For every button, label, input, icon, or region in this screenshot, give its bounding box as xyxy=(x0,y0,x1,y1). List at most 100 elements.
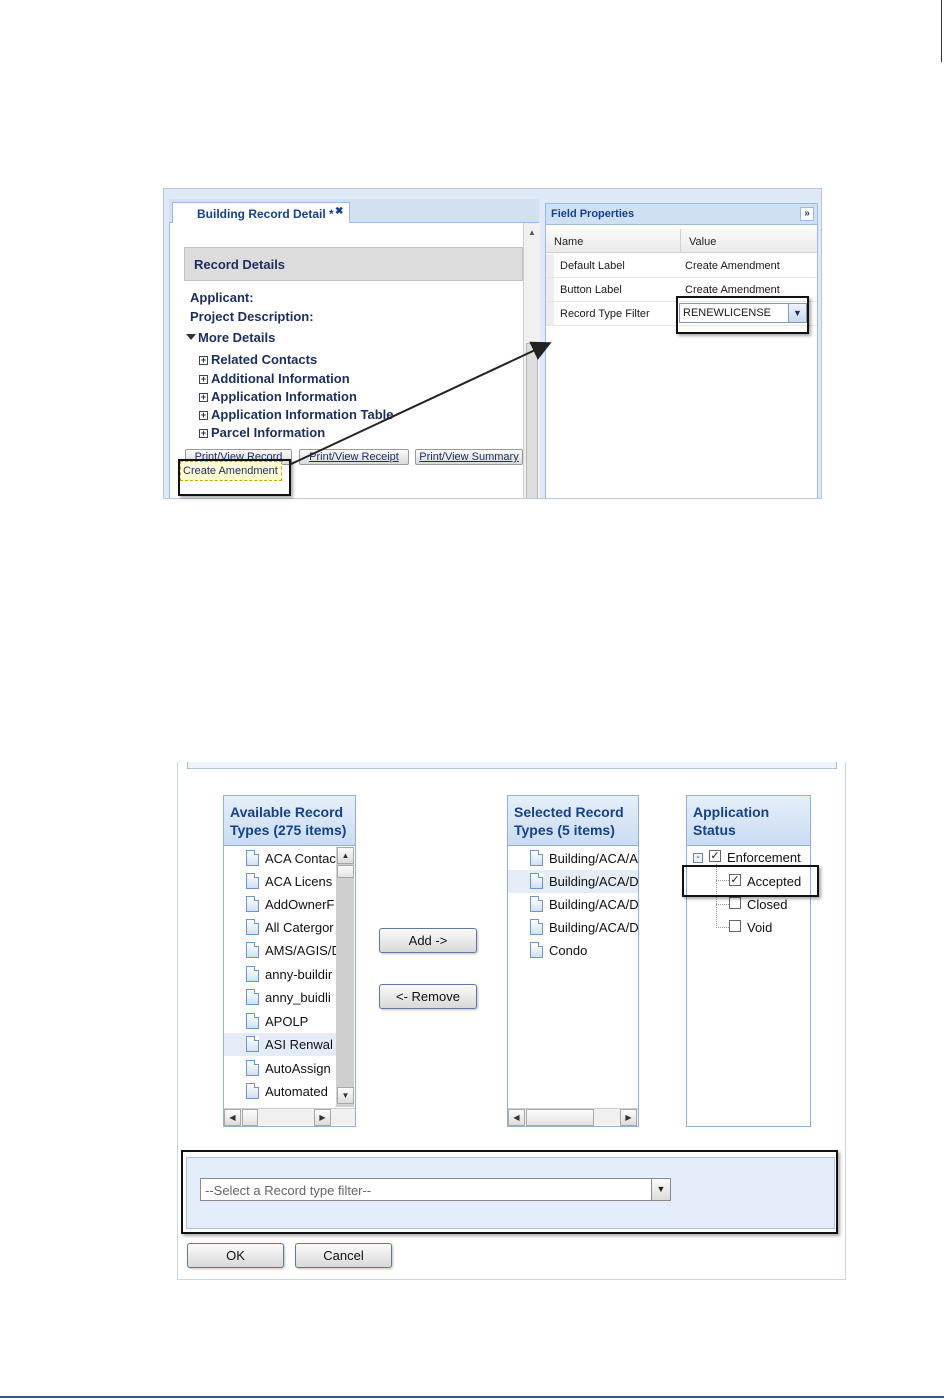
expand-plus-icon: + xyxy=(199,428,208,438)
document-icon xyxy=(530,942,543,958)
table-row[interactable]: Record Type Filter RENEWLICENSE ▼ xyxy=(546,302,817,326)
list-item[interactable]: Building/ACA/D xyxy=(508,893,638,916)
scrollbar-thumb[interactable] xyxy=(526,1109,594,1126)
status-header: Application Status xyxy=(687,796,810,846)
section-application-information-table[interactable]: +Application Information Table xyxy=(199,407,393,422)
list-item-label: AutoAssign xyxy=(265,1061,331,1076)
list-item[interactable]: ACA Contac xyxy=(224,847,337,870)
list-item[interactable]: AutoAssign xyxy=(224,1057,337,1080)
remove-button[interactable]: <- Remove xyxy=(379,984,477,1009)
document-icon xyxy=(246,873,259,889)
collapse-panel-icon[interactable]: » xyxy=(800,207,814,221)
list-item[interactable]: AMS/AGIS/D xyxy=(224,939,337,962)
arrow-left-icon[interactable]: ◀ xyxy=(508,1109,525,1126)
list-item[interactable]: Automated xyxy=(224,1080,337,1103)
expand-plus-icon: + xyxy=(199,355,208,365)
checkbox-icon[interactable]: ✓ xyxy=(709,850,721,862)
vertical-scrollbar[interactable]: ▲ xyxy=(523,223,540,498)
row-gutter xyxy=(546,278,554,301)
arrow-right-icon[interactable]: ▶ xyxy=(620,1109,637,1126)
applicant-label: Applicant: xyxy=(190,290,254,305)
arrow-right-icon[interactable]: ▶ xyxy=(314,1109,331,1126)
arrow-to-field-properties xyxy=(288,341,552,466)
checkbox-icon[interactable]: ✓ xyxy=(729,874,741,886)
tree-minus-icon[interactable]: - xyxy=(693,853,703,863)
print-view-receipt-button[interactable]: Print/View Receipt xyxy=(299,449,409,465)
ok-button[interactable]: OK xyxy=(187,1243,284,1268)
section-application-information[interactable]: +Application Information xyxy=(199,389,357,404)
arrow-up-icon[interactable]: ▲ xyxy=(528,228,536,237)
scrollbar-thumb[interactable] xyxy=(242,1109,258,1126)
more-details-toggle[interactable]: More Details xyxy=(186,330,275,345)
record-type-filter-select[interactable]: --Select a Record type filter-- ▼ xyxy=(200,1178,671,1201)
list-item-selected[interactable]: ASI Renwal xyxy=(224,1033,337,1056)
record-type-filter-combo[interactable]: RENEWLICENSE ▼ xyxy=(679,303,807,323)
tab-building-record-detail[interactable]: Building Record Detail * ✖ xyxy=(172,202,350,224)
property-value[interactable]: Create Amendment xyxy=(685,284,780,296)
section-additional-information[interactable]: +Additional Information xyxy=(199,371,350,386)
list-item[interactable]: APOLP xyxy=(224,1010,337,1033)
section-related-contacts[interactable]: +Related Contacts xyxy=(199,352,317,367)
top-band xyxy=(187,762,837,769)
highlight-record-type-filter xyxy=(676,296,809,334)
list-item-label: Automated xyxy=(265,1084,328,1099)
arrow-up-icon[interactable]: ▲ xyxy=(337,847,354,864)
list-item[interactable]: AddOwnerF xyxy=(224,893,337,916)
available-list-header: Available Record Types (275 items) xyxy=(224,796,355,846)
tree-line xyxy=(716,904,729,905)
chevron-down-icon[interactable]: ▼ xyxy=(788,304,806,322)
chevron-down-icon[interactable]: ▼ xyxy=(651,1179,670,1200)
list-item[interactable]: Building/ACA/A xyxy=(508,847,638,870)
list-item-label: Building/ACA/D xyxy=(549,897,638,912)
checkbox-icon[interactable] xyxy=(729,920,741,932)
document-icon xyxy=(530,850,543,866)
section-label: Related Contacts xyxy=(211,352,318,367)
section-header: Record Details xyxy=(184,247,523,281)
column-header-name[interactable]: Name xyxy=(546,229,681,253)
section-label: Application Information Table xyxy=(211,407,394,422)
list-item[interactable]: Building/ACA/D xyxy=(508,916,638,939)
list-item-label: ACA Contac xyxy=(265,851,336,866)
column-header-value[interactable]: Value xyxy=(681,229,817,253)
form-designer-screenshot: Building Record Detail * ✖ ▲ Record Deta… xyxy=(163,188,822,499)
available-record-types-list[interactable]: Available Record Types (275 items) ACA C… xyxy=(223,795,356,1127)
arrow-left-icon[interactable]: ◀ xyxy=(224,1109,241,1126)
list-item[interactable]: anny_buidli xyxy=(224,986,337,1009)
table-row[interactable]: Default Label Create Amendment xyxy=(546,254,817,278)
section-label: Additional Information xyxy=(211,371,350,386)
scrollbar-thumb[interactable] xyxy=(337,865,354,878)
cancel-button[interactable]: Cancel xyxy=(295,1243,392,1268)
field-properties-grid: Name Value Default Label Create Amendmen… xyxy=(545,225,818,498)
vertical-scrollbar[interactable]: ▲ ▼ xyxy=(336,847,354,1107)
property-name: Default Label xyxy=(560,260,625,272)
expand-plus-icon: + xyxy=(199,410,208,420)
filter-placeholder: --Select a Record type filter-- xyxy=(205,1183,372,1198)
create-amendment-button[interactable]: Create Amendment xyxy=(180,461,282,481)
horizontal-scrollbar[interactable]: ◀ ▶ xyxy=(224,1108,355,1126)
list-item-selected[interactable]: Building/ACA/D xyxy=(508,870,638,893)
expand-plus-icon: + xyxy=(199,374,208,384)
application-status-tree: Application Status - ✓ Enforcement ✓ Acc… xyxy=(686,795,811,1127)
selected-record-types-list[interactable]: Selected Record Types (5 items) Building… xyxy=(507,795,639,1127)
add-button[interactable]: Add -> xyxy=(379,928,477,953)
status-title-line2: Status xyxy=(693,822,736,838)
close-icon[interactable]: ✖ xyxy=(335,206,344,217)
list-item-label: anny-buildir xyxy=(265,967,333,982)
property-value[interactable]: Create Amendment xyxy=(685,260,780,272)
document-icon xyxy=(246,1083,259,1099)
table-row[interactable]: Button Label Create Amendment xyxy=(546,278,817,302)
print-view-summary-button[interactable]: Print/View Summary xyxy=(415,449,523,465)
list-item[interactable]: anny-buildir xyxy=(224,963,337,986)
horizontal-scrollbar[interactable]: ◀ ▶ xyxy=(508,1108,638,1126)
document-icon xyxy=(246,1036,259,1052)
checkbox-icon[interactable] xyxy=(729,897,741,909)
tree-line xyxy=(716,927,729,928)
combo-value: RENEWLICENSE xyxy=(683,307,772,319)
list-item-label: anny_buidli xyxy=(265,990,331,1005)
section-parcel-information[interactable]: +Parcel Information xyxy=(199,425,325,440)
highlight-accepted-status xyxy=(682,865,819,897)
list-item[interactable]: All Catergor xyxy=(224,916,337,939)
arrow-down-icon[interactable]: ▼ xyxy=(337,1087,354,1104)
list-item[interactable]: Condo xyxy=(508,939,638,962)
list-item[interactable]: ACA Licens xyxy=(224,870,337,893)
